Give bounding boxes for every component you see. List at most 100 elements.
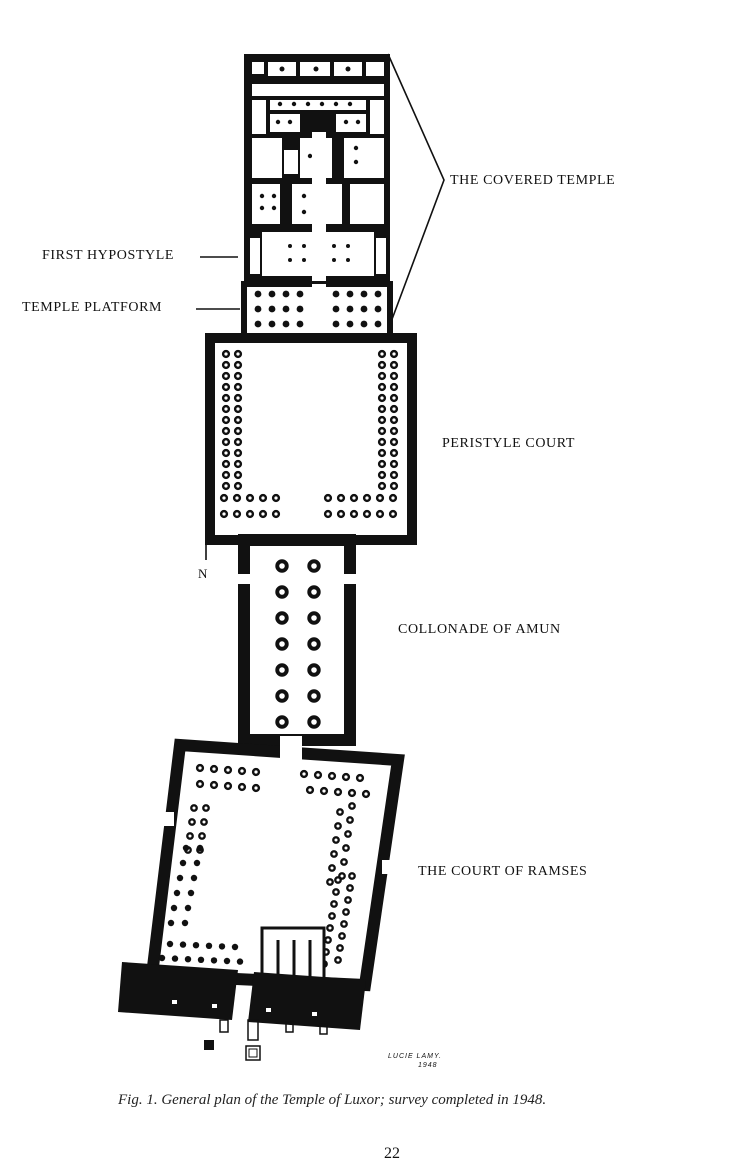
column-core <box>392 352 396 356</box>
column-core <box>380 407 384 411</box>
column <box>182 844 190 852</box>
column <box>166 940 174 948</box>
column-core <box>350 874 354 878</box>
column <box>218 943 226 950</box>
column-core <box>336 878 340 882</box>
column-core <box>240 785 244 789</box>
column-core <box>311 615 317 621</box>
column <box>210 957 218 964</box>
column-core <box>236 374 240 378</box>
label-temple-platform: TEMPLE PLATFORM <box>22 300 163 315</box>
figure-caption: Fig. 1. General plan of the Temple of Lu… <box>118 1092 547 1108</box>
column-core <box>235 496 239 500</box>
column-core <box>279 615 285 621</box>
column-core <box>308 788 312 792</box>
column-core <box>346 898 350 902</box>
column-core <box>248 496 252 500</box>
column-core <box>236 385 240 389</box>
column <box>236 958 244 965</box>
column-core <box>334 838 338 842</box>
column-core <box>240 769 244 773</box>
column-core <box>224 385 228 389</box>
column-core <box>392 396 396 400</box>
column-core <box>336 790 340 794</box>
column-core <box>279 719 285 725</box>
column-core <box>358 776 362 780</box>
column-core <box>380 385 384 389</box>
column-core <box>311 641 317 647</box>
signature-name: LUCIE LAMY. <box>388 1053 442 1060</box>
label-first-hypostyle: FIRST HYPOSTYLE <box>42 248 175 263</box>
column-core <box>339 496 343 500</box>
column-core <box>340 934 344 938</box>
column-core <box>380 451 384 455</box>
column-core <box>236 352 240 356</box>
column <box>173 889 181 897</box>
column-core <box>332 902 336 906</box>
column-core <box>330 774 334 778</box>
column-core <box>364 792 368 796</box>
column-core <box>392 473 396 477</box>
column-core <box>198 782 202 786</box>
column-core <box>339 512 343 516</box>
column-core <box>380 396 384 400</box>
column-core <box>334 890 338 894</box>
column-core <box>326 512 330 516</box>
column-core <box>330 914 334 918</box>
column-core <box>392 374 396 378</box>
column-core <box>236 451 240 455</box>
column-core <box>279 693 285 699</box>
column-core <box>274 512 278 516</box>
column-core <box>224 407 228 411</box>
column-core <box>224 440 228 444</box>
column-core <box>311 693 317 699</box>
column-core <box>380 473 384 477</box>
column <box>176 874 184 882</box>
column-core <box>200 834 204 838</box>
column-core <box>204 806 208 810</box>
column-core <box>261 496 265 500</box>
column-core <box>236 473 240 477</box>
column <box>196 844 204 852</box>
column-core <box>224 473 228 477</box>
column-core <box>236 407 240 411</box>
column-core <box>344 846 348 850</box>
column-core <box>222 512 226 516</box>
column-core <box>226 784 230 788</box>
column <box>158 954 166 962</box>
column-core <box>338 810 342 814</box>
column <box>187 889 195 897</box>
collonade-block <box>238 534 356 746</box>
column-core <box>392 418 396 422</box>
column-core <box>254 770 258 774</box>
column <box>171 955 179 962</box>
column-core <box>236 484 240 488</box>
column-core <box>311 667 317 673</box>
column-core <box>326 496 330 500</box>
column-core <box>392 484 396 488</box>
column-core <box>224 374 228 378</box>
column-core <box>350 804 354 808</box>
column-core <box>338 946 342 950</box>
column-core <box>392 407 396 411</box>
peristyle-court-block <box>205 333 417 545</box>
column <box>190 874 198 882</box>
column-core <box>380 462 384 466</box>
column-core <box>392 363 396 367</box>
column-core <box>302 772 306 776</box>
column <box>205 942 213 949</box>
column-core <box>248 512 252 516</box>
column-core <box>190 820 194 824</box>
column-core <box>348 886 352 890</box>
column <box>231 943 239 951</box>
column-core <box>226 768 230 772</box>
column-core <box>391 512 395 516</box>
covered-temple-block <box>244 54 390 284</box>
column <box>167 919 175 927</box>
column <box>179 859 187 867</box>
column-core <box>392 462 396 466</box>
column-core <box>346 832 350 836</box>
label-collonade-of-amun: COLLONADE OF AMUN <box>398 622 561 637</box>
column-core <box>224 429 228 433</box>
column-core <box>235 512 239 516</box>
